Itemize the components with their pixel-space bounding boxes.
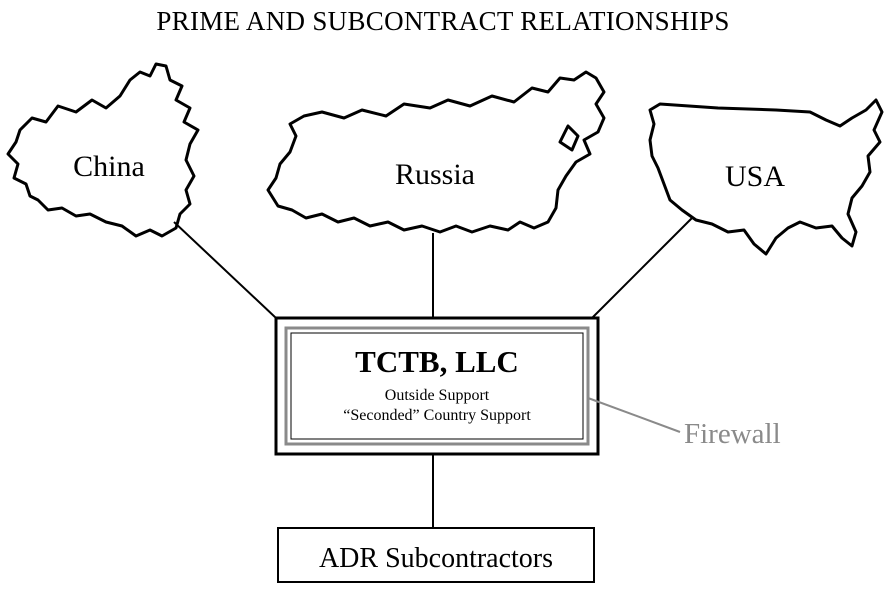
- usa-label: USA: [724, 160, 785, 193]
- usa-map-icon: [648, 98, 884, 256]
- china-label: China: [73, 150, 145, 183]
- usa-connector: [591, 217, 693, 319]
- firewall-leader-line: [587, 397, 681, 433]
- firewall-inner-frame: [290, 332, 584, 440]
- firewall-frame: [284, 326, 590, 446]
- prime-contractor-box: TCTB, LLC Outside Support “Seconded” Cou…: [284, 326, 590, 438]
- russia-map-icon: [266, 70, 606, 234]
- diagram-title: PRIME AND SUBCONTRACT RELATIONSHIPS: [156, 6, 730, 36]
- china-map-icon: [6, 62, 200, 238]
- prime-support-line-1: Outside Support: [384, 387, 490, 404]
- subcontractor-box-frame: [277, 527, 595, 583]
- prime-contractor-name: TCTB, LLC: [355, 344, 519, 379]
- kamchatka-outline: [558, 124, 580, 152]
- subcontractor-box: ADR Subcontractors: [318, 543, 554, 574]
- prime-outer-frame: [274, 316, 600, 456]
- prime-support-line-2: “Seconded” Country Support: [343, 407, 531, 424]
- firewall-label: Firewall: [684, 418, 781, 450]
- china-connector: [173, 221, 277, 319]
- russia-label: Russia: [394, 158, 475, 191]
